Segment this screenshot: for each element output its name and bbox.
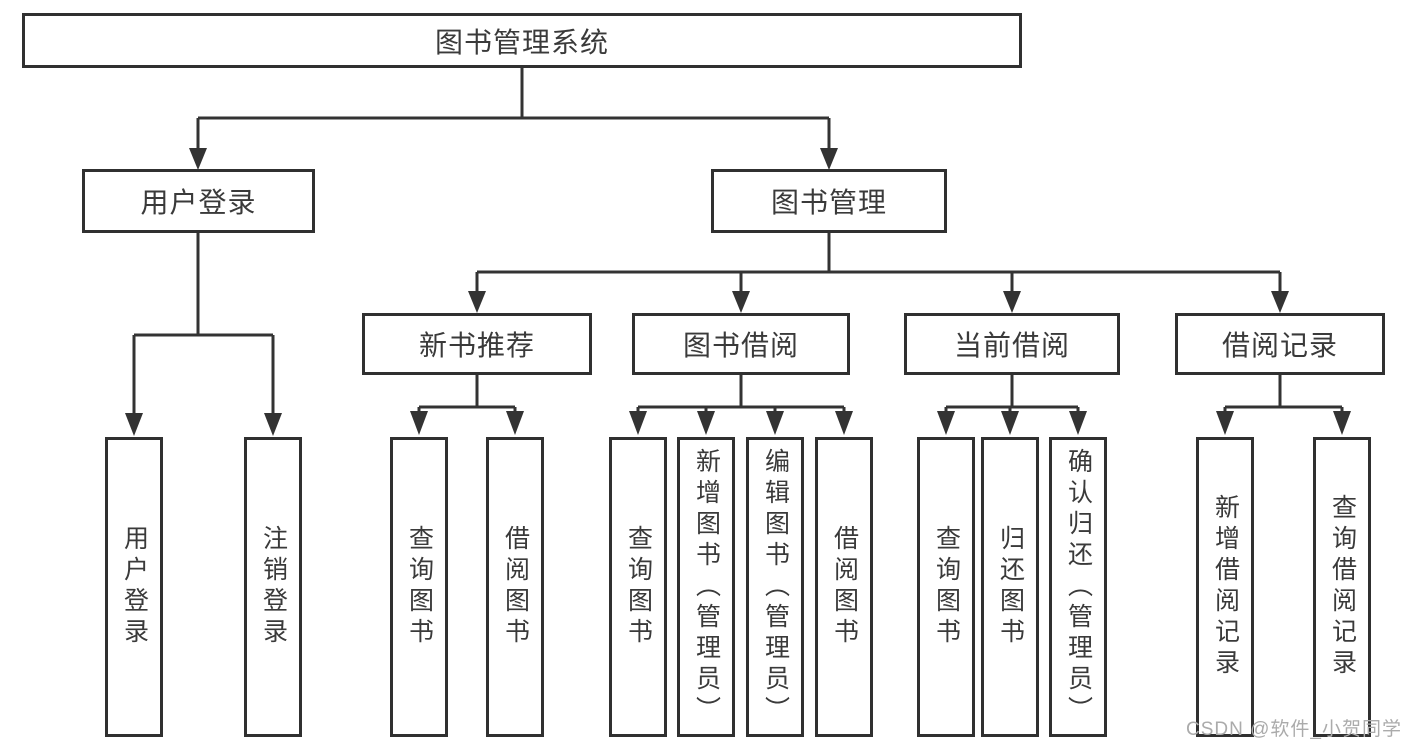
node-book-borrow: 图书借阅 — [632, 313, 850, 375]
node-user-login: 用户登录 — [82, 169, 315, 233]
node-new-book-recommend: 新书推荐 — [362, 313, 592, 375]
node-label: 图书管理 — [770, 187, 887, 218]
node-label: 图书管理系统 — [434, 26, 609, 58]
csdn-watermark: CSDN @软件_小贺同学 — [1186, 719, 1402, 740]
leaf-borrow-books-recommend: 借阅图书 — [486, 437, 544, 737]
node-label: 查询借阅记录 — [1328, 494, 1357, 680]
node-label: 借阅记录 — [1221, 330, 1338, 361]
leaf-confirm-return-admin: 确认归还（管理员） — [1049, 437, 1107, 737]
leaf-return-books: 归还图书 — [981, 437, 1039, 737]
leaf-user-login: 用户登录 — [105, 437, 163, 737]
node-root-library-system: 图书管理系统 — [22, 13, 1022, 68]
leaf-query-books-recommend: 查询图书 — [390, 437, 448, 737]
node-borrow-records: 借阅记录 — [1175, 313, 1385, 375]
node-label: 注销登录 — [259, 525, 288, 649]
node-label: 借阅图书 — [830, 525, 859, 649]
node-label: 图书借阅 — [682, 330, 799, 361]
leaf-add-books-admin: 新增图书（管理员） — [677, 437, 735, 737]
leaf-borrow-books: 借阅图书 — [815, 437, 873, 737]
node-current-borrow: 当前借阅 — [904, 313, 1120, 375]
leaf-logout: 注销登录 — [244, 437, 302, 737]
node-label: 编辑图书（管理员） — [761, 447, 790, 727]
node-label: 查询图书 — [405, 525, 434, 649]
node-label: 查询图书 — [624, 525, 653, 649]
node-label: 当前借阅 — [953, 330, 1070, 361]
leaf-query-books-borrow: 查询图书 — [609, 437, 667, 737]
node-label: 新增图书（管理员） — [692, 447, 721, 727]
node-label: 确认归还（管理员） — [1064, 447, 1093, 727]
node-label: 归还图书 — [996, 525, 1025, 649]
leaf-query-books-current: 查询图书 — [917, 437, 975, 737]
node-label: 用户登录 — [120, 525, 149, 649]
node-label: 借阅图书 — [501, 525, 530, 649]
leaf-add-borrow-record: 新增借阅记录 — [1196, 437, 1254, 737]
leaf-query-borrow-record: 查询借阅记录 — [1313, 437, 1371, 737]
leaf-edit-books-admin: 编辑图书（管理员） — [746, 437, 804, 737]
node-book-management: 图书管理 — [711, 169, 947, 233]
node-label: 查询图书 — [932, 525, 961, 649]
node-label: 新书推荐 — [418, 330, 535, 361]
node-label: 新增借阅记录 — [1211, 494, 1240, 680]
node-label: 用户登录 — [140, 187, 257, 218]
